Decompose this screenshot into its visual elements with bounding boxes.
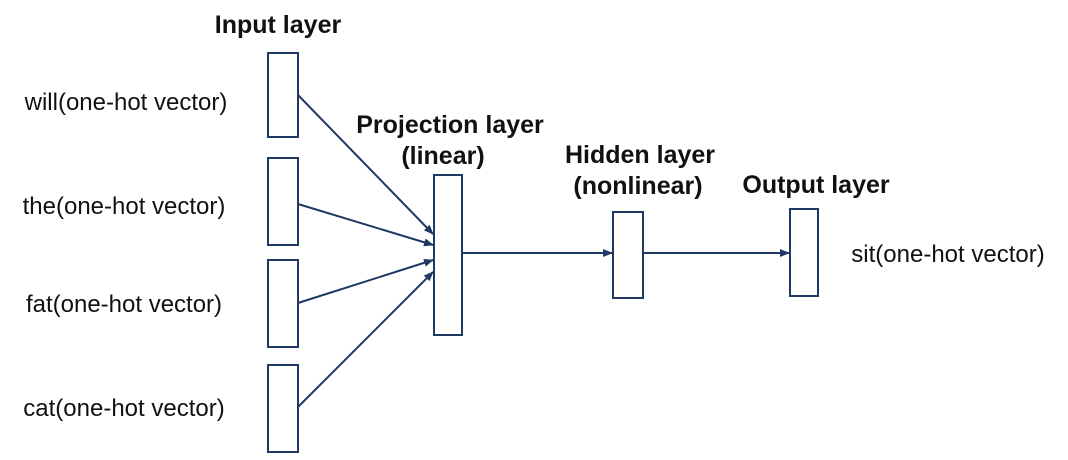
hidden-layer-subtitle: (nonlinear) <box>573 172 702 200</box>
output-layer-title: Output layer <box>742 171 890 199</box>
input-label-cat: cat(one-hot vector) <box>23 395 224 422</box>
arrow-the-to-projection <box>297 203 434 247</box>
arrow-will-to-projection <box>297 94 434 235</box>
input-box-cat <box>267 364 299 453</box>
input-box-fat <box>267 259 299 348</box>
input-box-the <box>267 157 299 246</box>
input-label-will: will(one-hot vector) <box>24 89 228 116</box>
input-layer-title: Input layer <box>215 11 342 39</box>
arrow-fat-to-projection <box>297 258 434 304</box>
input-label-fat: fat(one-hot vector) <box>26 291 222 318</box>
projection-layer-title: Projection layer <box>356 111 544 139</box>
output-label-sit: sit(one-hot vector) <box>851 241 1044 268</box>
input-box-will <box>267 52 299 138</box>
output-layer-box <box>789 208 819 297</box>
hidden-layer-box <box>612 211 644 299</box>
input-label-the: the(one-hot vector) <box>23 193 226 220</box>
arrow-cat-to-projection <box>297 271 434 408</box>
projection-layer-subtitle: (linear) <box>401 142 484 170</box>
hidden-layer-title: Hidden layer <box>565 141 715 169</box>
projection-layer-box <box>433 174 463 336</box>
